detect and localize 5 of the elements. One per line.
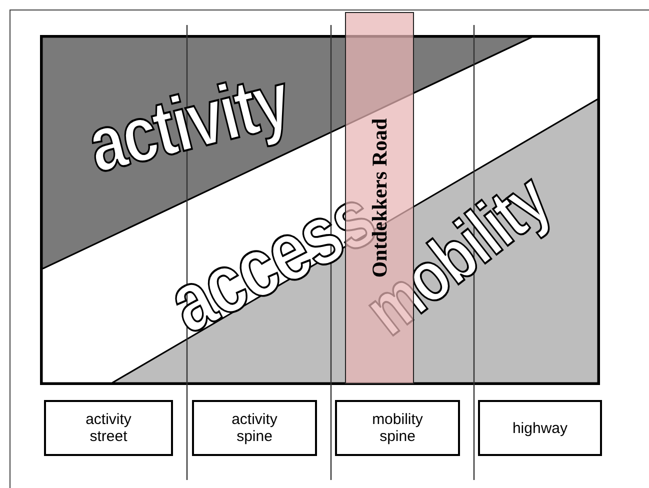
road-type-box: mobility spine	[335, 400, 460, 456]
road-type-box: highway	[478, 400, 602, 456]
road-type-box: activity street	[44, 400, 173, 456]
road-type-box: activity spine	[192, 400, 317, 456]
band-word: activity	[79, 54, 298, 192]
